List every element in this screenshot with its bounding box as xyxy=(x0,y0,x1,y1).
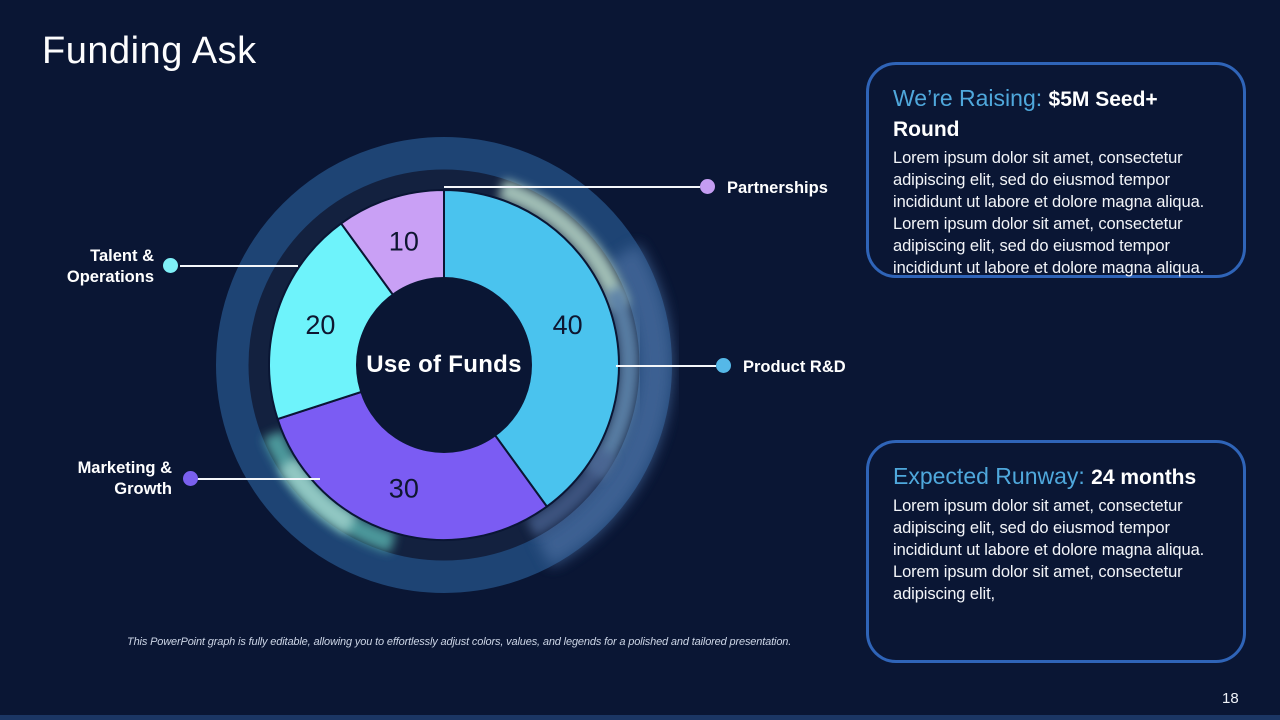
runway-panel: Expected Runway: 24 months Lorem ipsum d… xyxy=(866,440,1246,663)
page-title: Funding Ask xyxy=(42,30,257,72)
callout-label-line: Operations xyxy=(66,268,154,286)
callout-label-product-rd: Product R&D xyxy=(743,358,846,376)
slice-value-label: 30 xyxy=(389,474,419,504)
raising-panel-body: Lorem ipsum dolor sit amet, consectetur … xyxy=(893,149,1205,277)
runway-panel-body: Lorem ipsum dolor sit amet, consectetur … xyxy=(893,497,1205,603)
donut-slice-product-r-d xyxy=(443,188,620,508)
callout-label-line: Growth xyxy=(114,480,172,498)
glow-ring-arc xyxy=(278,457,357,535)
raising-panel-heading: We’re Raising: $5M Seed+ Round xyxy=(893,84,1219,144)
slice-value-label: 20 xyxy=(305,310,335,340)
runway-panel-heading: Expected Runway: 24 months xyxy=(893,462,1219,492)
editable-note: This PowerPoint graph is fully editable,… xyxy=(127,636,792,648)
glow-ring-arc xyxy=(497,179,630,312)
callout-label-talent-operations: Talent & Operations xyxy=(30,246,154,288)
donut-slice-marketing-growth xyxy=(276,363,549,541)
callout-label-marketing-growth: Marketing & Growth xyxy=(48,458,172,500)
partnerships-dot xyxy=(700,179,715,194)
raising-heading-accent: We’re Raising: xyxy=(893,85,1049,111)
marketing-growth-dot xyxy=(183,471,198,486)
leader-line-talent-operations xyxy=(180,265,298,267)
slice-value-label: 40 xyxy=(553,310,583,340)
leader-line-marketing-growth xyxy=(197,478,320,480)
talent-operations-dot xyxy=(163,258,178,273)
leader-line-partnerships xyxy=(444,186,700,188)
callout-label-line: Talent & xyxy=(90,247,154,265)
leader-line-product-rd xyxy=(616,365,716,367)
runway-heading-bold: 24 months xyxy=(1091,466,1197,489)
footer-bar xyxy=(0,715,1280,720)
callout-label-partnerships: Partnerships xyxy=(727,179,828,197)
product-rd-dot xyxy=(716,358,731,373)
raising-heading-bold: $5M Seed+ Round xyxy=(893,88,1158,141)
page-number: 18 xyxy=(1222,690,1239,707)
callout-label-line: Marketing & xyxy=(77,459,172,477)
slice-value-label: 10 xyxy=(389,226,419,256)
glow-ring-arc xyxy=(525,446,617,538)
runway-heading-accent: Expected Runway: xyxy=(893,463,1092,489)
raising-panel: We’re Raising: $5M Seed+ Round Lorem ips… xyxy=(866,62,1246,278)
outer-ring-highlight xyxy=(534,244,672,567)
donut-chart-svg: 40 30 20 10 xyxy=(216,137,672,593)
donut-hole xyxy=(356,277,532,453)
